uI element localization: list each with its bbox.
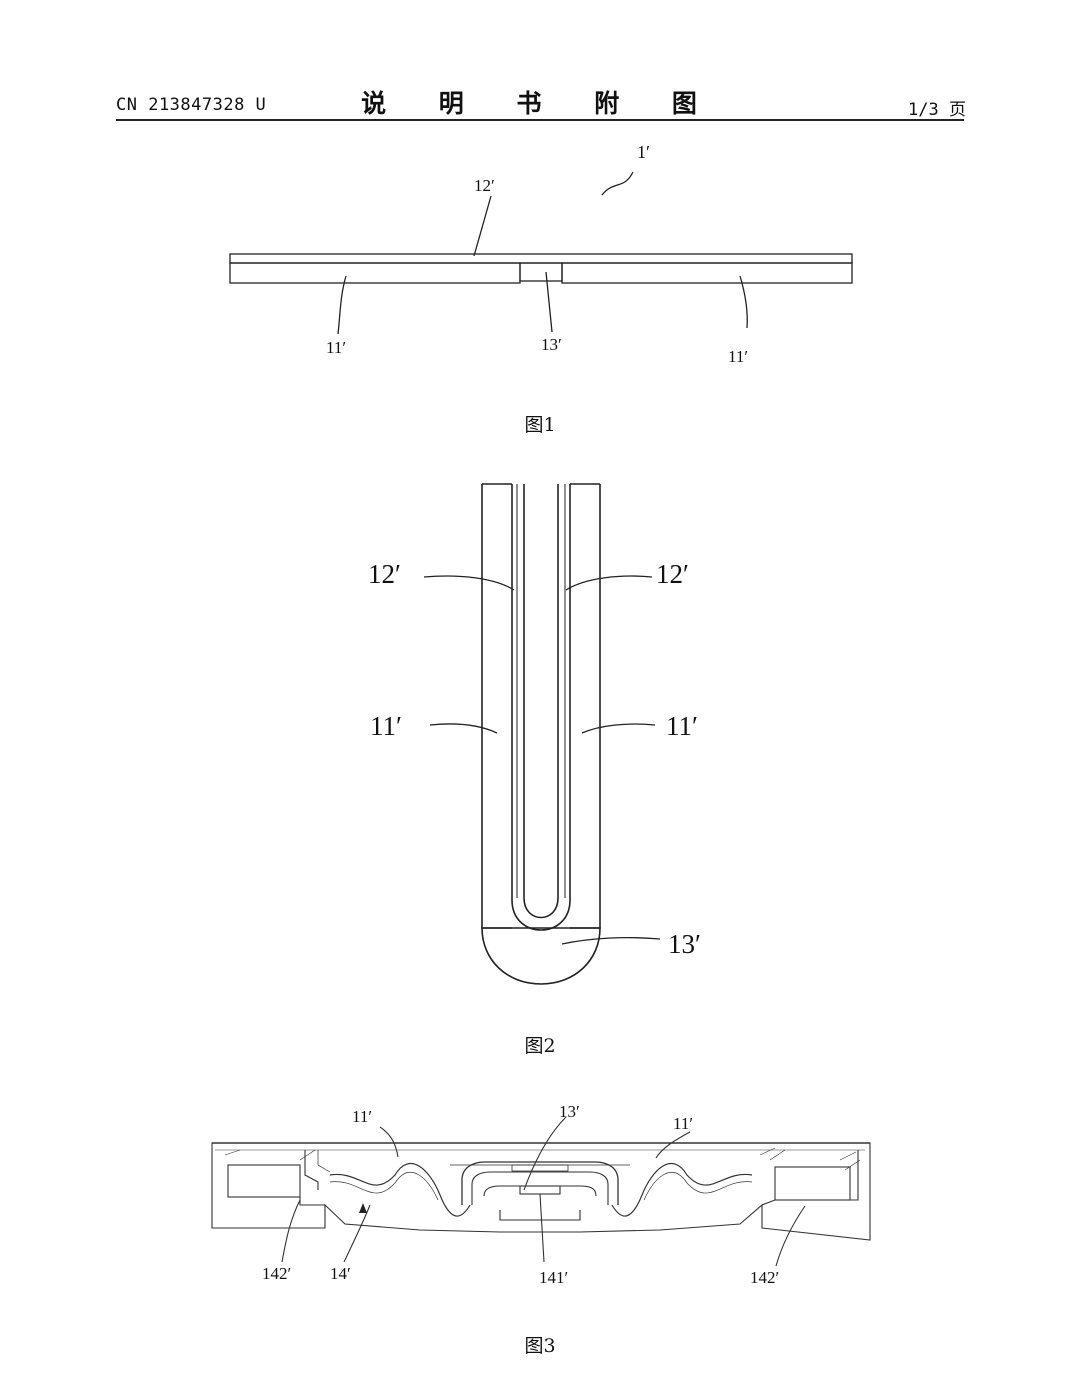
fig3-bend (461, 1161, 619, 1205)
fig1-plate-left (229, 262, 521, 284)
fig3-label-11-right: 11′ (673, 1114, 693, 1133)
page-title: 说 明 书 附 图 (361, 89, 719, 118)
fig3-label-142-right: 142′ (750, 1268, 779, 1287)
fig2-layer-right (523, 484, 559, 919)
fig1-label-1: 1′ (637, 142, 650, 162)
figure-3-caption: 图3 (524, 1335, 556, 1357)
fig3-label-141: 141′ (539, 1268, 568, 1287)
figure-2: 12′ 12′ 11′ 11′ 13′ (368, 483, 701, 985)
fig1-label-12: 12′ (474, 176, 495, 195)
fig2-plate-right (570, 484, 601, 929)
fig1-bend-13 (519, 262, 563, 282)
fig2-label-11-right: 11′ (666, 711, 698, 741)
publication-number: CN 213847328 U (116, 95, 267, 115)
fig2-label-12-left: 12′ (368, 559, 401, 589)
fig1-label-11-left: 11′ (326, 338, 346, 357)
fig1-label-11-right: 11′ (728, 347, 748, 366)
figure-3: 11′ 13′ 11′ 142′ 14′ 141′ 142′ (211, 1102, 871, 1287)
fig3-label-13: 13′ (559, 1102, 580, 1121)
fig3-label-14: 14′ (330, 1264, 351, 1283)
fig3-label-142-left: 142′ (262, 1264, 291, 1283)
fig2-label-12-right: 12′ (656, 559, 689, 589)
fig2-layer-left (511, 484, 571, 931)
page-number: 1/3 页 (908, 100, 966, 120)
fig3-housing (211, 1142, 871, 1241)
fig1-label-13: 13′ (541, 335, 562, 354)
fig2-label-11-left: 11′ (370, 711, 402, 741)
fig1-plate-right (561, 262, 853, 284)
fig2-plate-left (481, 484, 512, 929)
fig3-label-11-left: 11′ (352, 1107, 372, 1126)
header-rule (116, 119, 964, 121)
figure-1: 1′ 12′ 11′ 13′ 11′ (229, 142, 853, 366)
figure-2-caption: 图2 (524, 1035, 556, 1057)
fig2-bend-13 (481, 927, 601, 985)
figure-1-caption: 图1 (524, 414, 556, 436)
fig1-layer-12 (229, 253, 853, 264)
fig2-label-13: 13′ (668, 929, 701, 959)
fig3-arrow (359, 1203, 367, 1213)
